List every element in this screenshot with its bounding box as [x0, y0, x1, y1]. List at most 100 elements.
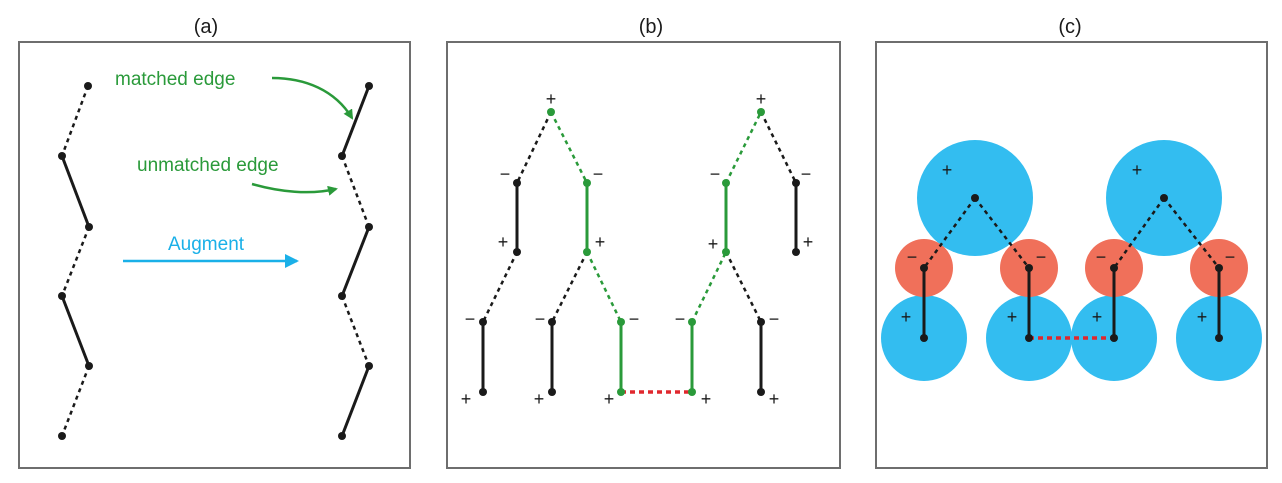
path-vertex: [583, 248, 591, 256]
unmatched-edge: [1112, 197, 1166, 269]
unmatched-edge: [340, 155, 371, 228]
panel-a-frame: [18, 41, 411, 469]
plus-sign: +: [1007, 307, 1018, 327]
vertex: [971, 194, 979, 202]
unmatched-edge: [724, 251, 763, 323]
unmatched-edge: [340, 295, 371, 367]
minus-sign: −: [769, 309, 780, 329]
minus-sign: −: [629, 309, 640, 329]
vertex: [513, 248, 521, 256]
vertex: [920, 334, 928, 342]
unmatched-edge: [60, 365, 91, 437]
vertex: [548, 318, 556, 326]
plus-sign: +: [1092, 307, 1103, 327]
vertex: [84, 82, 92, 90]
vertex: [792, 179, 800, 187]
unmatched-edge: [515, 111, 553, 184]
panel-b-forest: + − − + + − − − + + + + + − − + + − − +: [461, 89, 814, 409]
plus-sign: +: [546, 89, 557, 109]
panel-a-title: (a): [194, 16, 218, 38]
matched-edge: [340, 85, 371, 157]
vertex: [58, 152, 66, 160]
unmatched-edge: [60, 226, 91, 297]
matched-edge: [340, 226, 371, 297]
minus-sign: −: [465, 309, 476, 329]
minus-sign: −: [675, 309, 686, 329]
path-vertex: [722, 248, 730, 256]
minus-sign: −: [907, 247, 918, 267]
unmatched-edge-arrow: [251, 182, 338, 196]
vertex: [365, 362, 373, 370]
vertex: [365, 82, 373, 90]
vertex: [920, 264, 928, 272]
vertex: [1110, 334, 1118, 342]
augment-label: Augment: [168, 234, 245, 255]
unmatched-edge: [60, 85, 90, 157]
vertex: [548, 388, 556, 396]
minus-sign: −: [1225, 247, 1236, 267]
plus-sign: +: [769, 389, 780, 409]
vertex: [479, 388, 487, 396]
minus-sign: −: [710, 164, 721, 184]
path-vertex: [583, 179, 591, 187]
plus-sign: +: [461, 389, 472, 409]
unmatched-edge: [759, 111, 798, 184]
vertex: [338, 152, 346, 160]
unmatched-edge-label: unmatched edge: [137, 155, 279, 176]
vertex: [365, 223, 373, 231]
minus-sign: −: [1096, 247, 1107, 267]
augmenting-unmatched-edge: [585, 251, 623, 323]
matched-edge: [60, 155, 91, 228]
plus-sign: +: [803, 232, 814, 252]
vertex: [513, 179, 521, 187]
unmatched-edge: [974, 197, 1030, 269]
plus-sign: +: [534, 389, 545, 409]
matched-edge: [340, 365, 371, 437]
vertex: [1025, 334, 1033, 342]
path-vertex: [688, 318, 696, 326]
panel-c-duals: + + − − − − + + + +: [881, 140, 1262, 381]
unmatched-edge: [1163, 197, 1220, 269]
vertex: [757, 388, 765, 396]
unmatched-edge: [922, 197, 977, 269]
path-vertex: [722, 179, 730, 187]
panel-b-frame: [446, 41, 841, 469]
vertex: [1215, 264, 1223, 272]
path-vertex: [617, 318, 625, 326]
minus-sign: −: [535, 309, 546, 329]
vertex: [338, 432, 346, 440]
matched-edge-label: matched edge: [115, 69, 235, 90]
path-vertex: [547, 108, 555, 116]
minus-sign: −: [593, 164, 604, 184]
vertex: [58, 432, 66, 440]
plus-sign: +: [498, 232, 509, 252]
panel-a-right-path: [338, 82, 373, 440]
path-vertex: [617, 388, 625, 396]
unmatched-edge: [550, 251, 589, 323]
unmatched-edge: [481, 251, 519, 323]
vertex: [757, 318, 765, 326]
plus-sign: +: [1197, 307, 1208, 327]
plus-sign: +: [604, 389, 615, 409]
panel-c-frame: [875, 41, 1268, 469]
matched-edge: [60, 295, 91, 367]
matched-edge-arrow: [271, 76, 354, 120]
vertex: [479, 318, 487, 326]
vertex: [85, 223, 93, 231]
vertex: [338, 292, 346, 300]
plus-sign: +: [708, 234, 719, 254]
minus-sign: −: [801, 164, 812, 184]
vertex: [792, 248, 800, 256]
panel-c-title: (c): [1058, 16, 1081, 38]
plus-sign: +: [595, 232, 606, 252]
plus-sign: +: [756, 89, 767, 109]
vertex: [1110, 264, 1118, 272]
vertex: [1160, 194, 1168, 202]
vertex: [58, 292, 66, 300]
plus-sign: +: [1132, 160, 1143, 180]
plus-sign: +: [701, 389, 712, 409]
panel-a-left-path: [58, 82, 93, 440]
path-vertex: [688, 388, 696, 396]
vertex: [1215, 334, 1223, 342]
